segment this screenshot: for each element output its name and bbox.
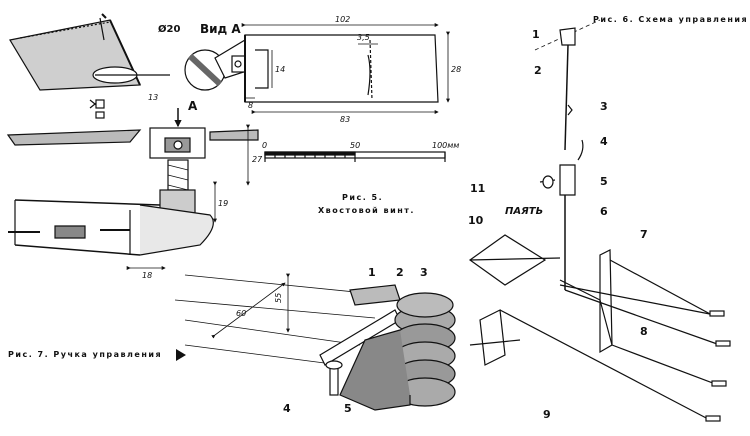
fig5-arrow-label: А [188, 99, 198, 113]
fig5-rotor-assembly [6, 108, 259, 223]
fig5-dim-inner-width: 14 [275, 65, 285, 74]
fig6-callout-6: 6 [600, 205, 608, 218]
fig7-caption-arrow-icon [176, 349, 186, 361]
fig5-view-a-hub [184, 39, 251, 91]
fig6-control-scheme [468, 19, 731, 422]
fig5-blade-perspective [9, 13, 170, 119]
fig7-text: Рис. 7. Ручка управления 55 60 1 2 3 4 5 [8, 266, 428, 415]
fig5-dim-base-18: 18 [142, 271, 152, 280]
fig5-dim-height-27: 27 [252, 155, 263, 164]
fig7-callout-2: 2 [396, 266, 404, 279]
fig7-control-handle [174, 273, 456, 411]
fig5-tail-boom [8, 199, 214, 270]
fig5-tail-rotor [6, 13, 450, 270]
fig6-caption-line1: Рис. 6. Схема управления [593, 15, 748, 24]
fig5-scale-0: 0 [262, 141, 267, 150]
fig7-callout-1: 1 [368, 266, 376, 279]
fig7-callout-4: 4 [283, 402, 291, 415]
fig6-callout-3: 3 [600, 100, 608, 113]
fig7-callout-5: 5 [344, 402, 352, 415]
fig5-text: Вид А Ø20 А 102 3,5 28 14 8 83 13 27 19 … [142, 15, 461, 280]
fig5-caption-line2: Хвостовой винт. [318, 206, 415, 215]
fig5-diameter: Ø20 [158, 23, 180, 35]
fig6-callout-1: 1 [532, 28, 540, 41]
fig5-dim-root: 8 [248, 101, 253, 110]
fig5-dim-pin: 13 [148, 93, 158, 102]
fig7-dim-55: 55 [274, 293, 283, 303]
fig6-solder-label: ПАЯТЬ [505, 206, 543, 217]
fig5-view-label: Вид А [200, 22, 241, 36]
fig6-callout-10: 10 [468, 214, 484, 227]
fig6-callout-2: 2 [534, 64, 542, 77]
fig6-text: Рис. 6. Схема управления ПАЯТЬ 1 2 3 4 5… [468, 15, 748, 421]
fig5-scale-100: 100мм [432, 141, 459, 150]
fig5-dim-height-19: 19 [218, 199, 228, 208]
fig6-callout-11: 11 [470, 182, 485, 195]
fig7-dim-60: 60 [236, 309, 246, 318]
fig5-dim-blade-width: 28 [451, 65, 461, 74]
fig6-callout-4: 4 [600, 135, 608, 148]
fig5-blade-flat [241, 23, 450, 114]
fig5-scale-50: 50 [350, 141, 360, 150]
fig5-caption-line1: Рис. 5. [342, 193, 383, 202]
fig6-callout-8: 8 [640, 325, 648, 338]
fig5-dim-hub-offset: 3,5 [357, 33, 370, 42]
fig5-dim-blade-length: 102 [335, 15, 350, 24]
fig5-scale-bar [264, 151, 446, 162]
fig6-callout-9: 9 [543, 408, 551, 421]
fig6-callout-7: 7 [640, 228, 648, 241]
fig5-dim-span: 83 [340, 115, 350, 124]
fig7-callout-3: 3 [420, 266, 428, 279]
fig6-callout-5: 5 [600, 175, 608, 188]
fig7-caption: Рис. 7. Ручка управления [8, 350, 162, 359]
